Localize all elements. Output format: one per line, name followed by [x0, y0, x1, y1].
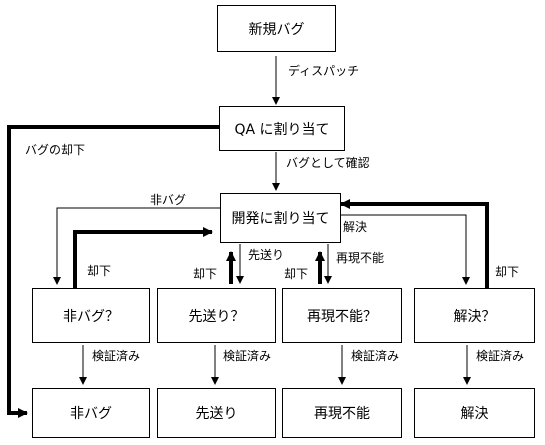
- arrow-reject-bug: [7, 125, 219, 418]
- label-dispatch: ディスパッチ: [288, 64, 360, 78]
- node-new-bug: 新規バグ: [217, 5, 336, 52]
- node-deferred: 先送り: [157, 388, 276, 438]
- label-not-reproducible: 再現不能: [336, 251, 385, 265]
- label-reject-not-reproducible: 却下: [284, 267, 309, 281]
- label-verified-4: 検証済み: [476, 349, 525, 363]
- node-q-not-bug: 非バグ？: [32, 288, 150, 343]
- node-not-bug: 非バグ: [32, 388, 150, 438]
- label-defer: 先送り: [248, 248, 285, 262]
- arrow-reject-not-bug: [73, 227, 213, 288]
- node-q-deferred: 先送り？: [157, 288, 276, 343]
- arrow-resolve: [333, 214, 470, 285]
- label-verified-2: 検証済み: [223, 349, 272, 363]
- label-verified-3: 検証済み: [351, 349, 400, 363]
- label-reject-deferred: 却下: [193, 267, 218, 281]
- node-q-resolved: 解決？: [414, 288, 535, 343]
- label-reject-resolved: 却下: [495, 265, 520, 279]
- arrow-not-bug: [53, 207, 220, 285]
- arrow-reject-resolved: [340, 199, 489, 288]
- label-confirm-bug: バグとして確認: [286, 156, 370, 170]
- label-reject-not-bug: 却下: [87, 264, 112, 278]
- label-reject-bug: バグの却下: [25, 143, 86, 157]
- node-q-not-reproducible: 再現不能？: [282, 288, 402, 343]
- node-assign-qa: QA に割り当て: [219, 106, 345, 151]
- label-not-bug: 非バグ: [150, 193, 187, 207]
- label-verified-1: 検証済み: [92, 349, 141, 363]
- node-assign-dev: 開発に割り当て: [220, 193, 341, 243]
- label-resolve: 解決: [343, 220, 368, 234]
- node-not-reproducible: 再現不能: [282, 388, 402, 438]
- node-resolved: 解決: [414, 388, 535, 438]
